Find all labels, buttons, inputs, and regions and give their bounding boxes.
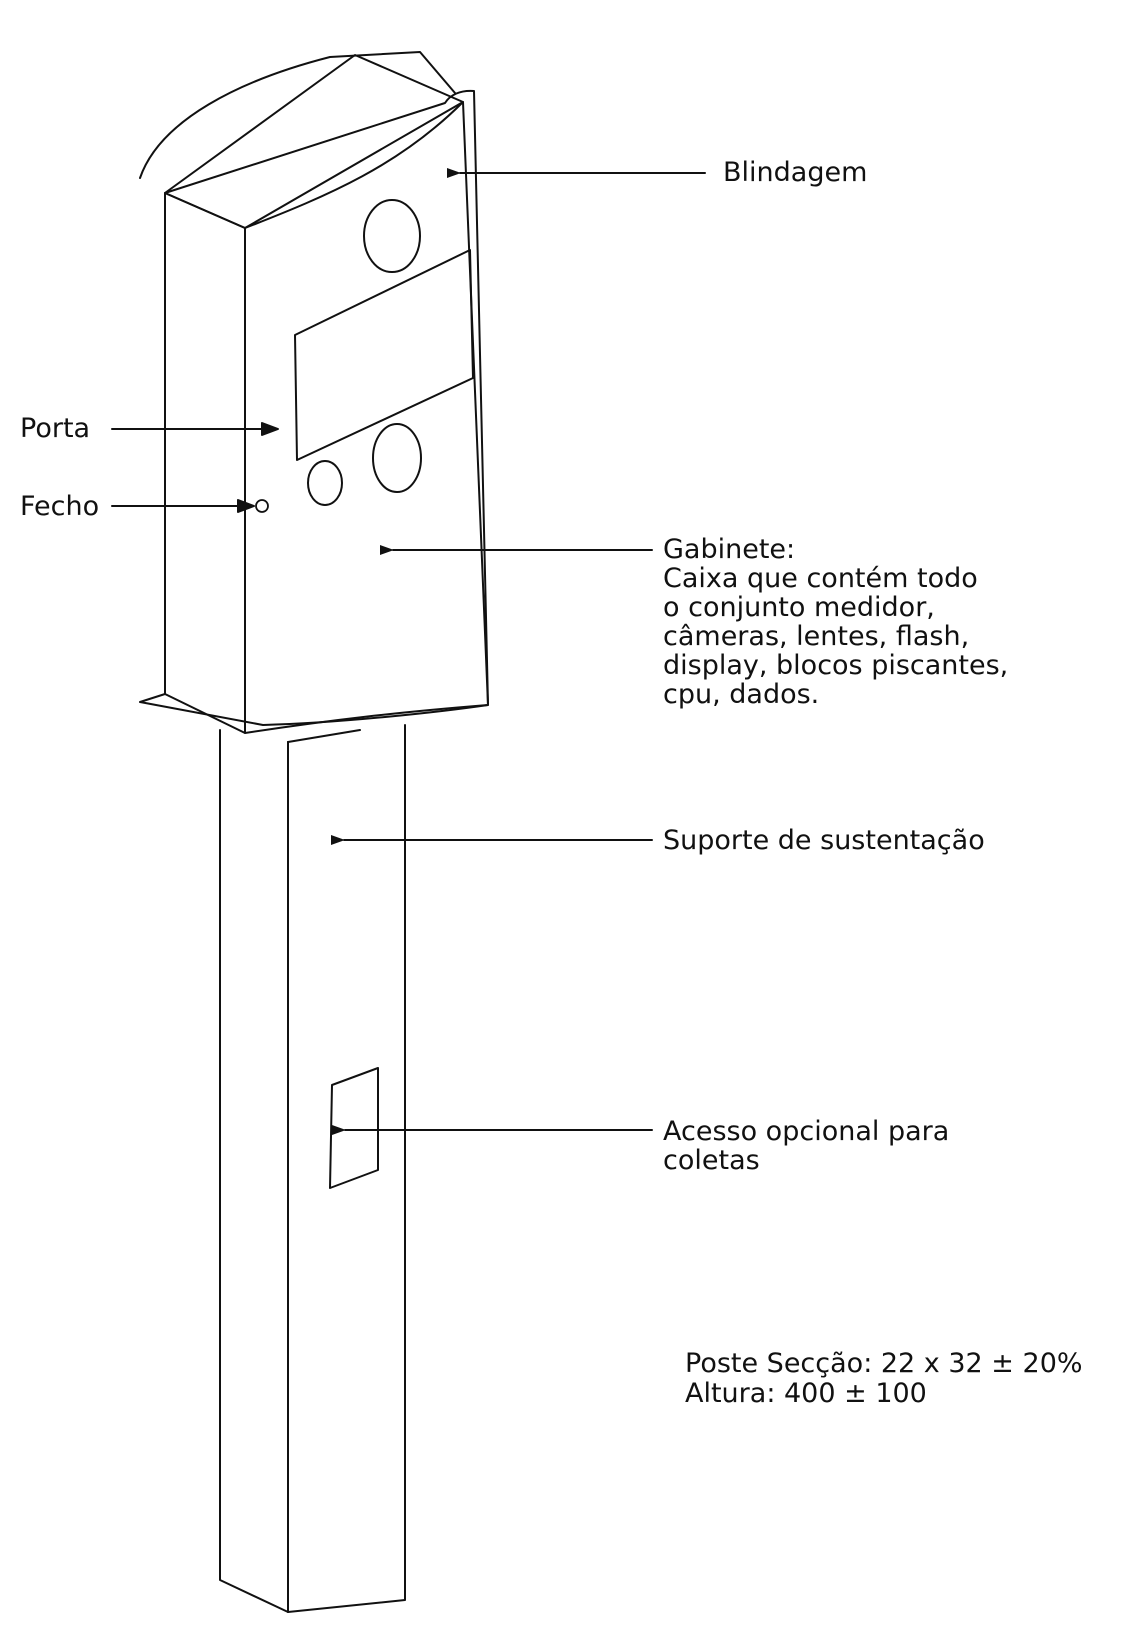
arrow-porta-head <box>261 422 279 436</box>
spec-altura: Altura: 400 ± 100 <box>685 1378 927 1409</box>
support-post-front <box>287 724 406 1613</box>
gabinete-line: câmeras, lentes, flash, <box>663 621 970 652</box>
shield-outline <box>139 51 489 726</box>
gabinete-line: o conjunto medidor, <box>663 592 935 623</box>
gabinete-line: Gabinete: <box>663 534 796 565</box>
label-gabinete: Gabinete: Caixa que contém todo o conjun… <box>663 535 1008 709</box>
spec-secao: Poste Secção: 22 x 32 ± 20% <box>685 1348 1083 1379</box>
acesso-line: Acesso opcional para <box>663 1116 950 1147</box>
access-hatch <box>329 1067 379 1189</box>
gabinete-line: display, blocos piscantes, <box>663 650 1009 681</box>
latch <box>255 499 269 513</box>
cabinet-door <box>164 192 246 734</box>
label-blindagem: Blindagem <box>723 157 868 188</box>
arrow-fecho-head <box>237 499 255 513</box>
flash-lens-small <box>307 460 343 506</box>
gabinete-line: Caixa que contém todo <box>663 563 978 594</box>
label-suporte: Suporte de sustentação <box>663 825 985 856</box>
camera-lens-top <box>363 199 421 273</box>
gabinete-line: cpu, dados. <box>663 679 820 710</box>
camera-lens-large <box>372 423 422 493</box>
support-post-side <box>219 729 289 1613</box>
cabinet-front <box>244 101 489 734</box>
acesso-line: coletas <box>663 1145 760 1176</box>
label-acesso: Acesso opcional para coletas <box>663 1117 949 1175</box>
display-window <box>294 249 474 461</box>
label-fecho: Fecho <box>20 491 100 522</box>
label-porta: Porta <box>20 413 91 444</box>
